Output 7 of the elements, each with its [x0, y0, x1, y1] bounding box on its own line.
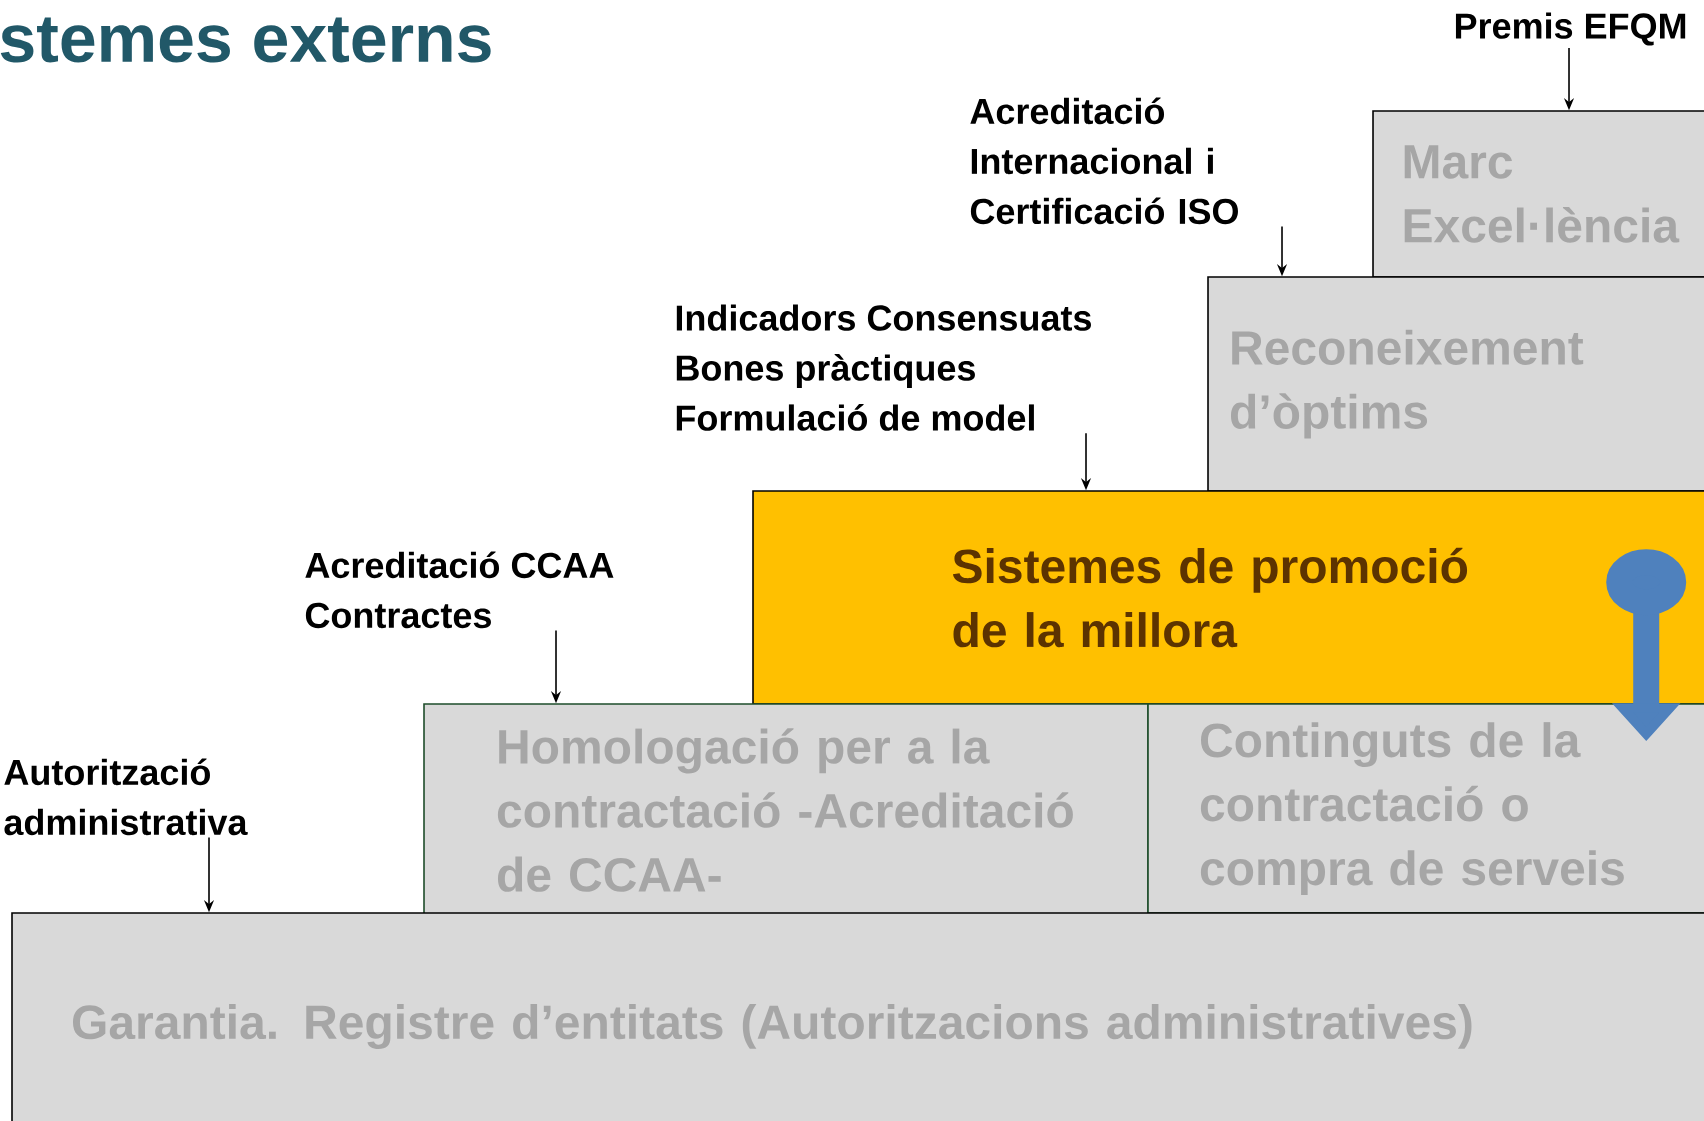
label-text: Autorització administrativa	[4, 758, 248, 836]
label-text: Premis EFQM	[1455, 12, 1686, 46]
step-box: Sistemes de promoció de la millora	[752, 490, 1704, 705]
label-text: Indicadors Consensuats Bones pràctiques Formulació de model	[676, 304, 1091, 431]
label-text: Acreditació CCAA Contractes	[305, 551, 614, 629]
title: stemes externs	[0, 17, 491, 63]
label-text: Acreditació Internacional i Certificació ISO	[970, 97, 1238, 225]
